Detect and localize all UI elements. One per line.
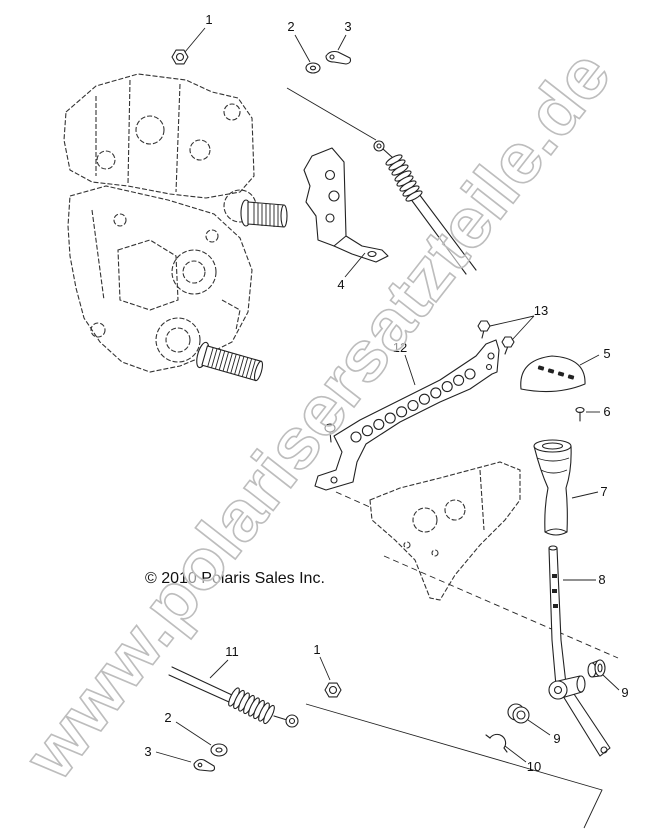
clip-lower [193, 758, 216, 772]
clip-top [325, 50, 352, 65]
copyright-notice: © 2010 Polaris Sales Inc. [145, 570, 325, 587]
reference-lines [286, 87, 619, 829]
nut-lower [324, 682, 342, 698]
transmission-assembly [63, 73, 257, 373]
bushing-left [507, 703, 530, 724]
callout-nut-top: 1 [205, 12, 212, 27]
cable-bracket [303, 147, 389, 263]
callout-cable: 11 [225, 644, 239, 659]
callout-leaders [155, 27, 620, 763]
bolts [477, 320, 515, 355]
output-shaft-lower [196, 341, 264, 382]
shift-boot [533, 439, 572, 536]
callout-screw: 6 [603, 404, 610, 419]
callout-mount-bracket: 12 [393, 340, 407, 355]
bolt-bracket-left [324, 423, 336, 443]
callout-nut-lower: 1 [313, 642, 320, 657]
callout-shift-rod: 8 [598, 572, 605, 587]
callout-e-clip: 10 [527, 759, 541, 774]
callout-boot: 7 [600, 484, 607, 499]
watermark: www.polarisersatzteile.de [9, 36, 625, 794]
callout-cable-bracket: 4 [337, 277, 344, 292]
callout-clip-top: 3 [344, 19, 351, 34]
e-clip [485, 733, 508, 753]
shift-cable-lower-end [168, 666, 299, 728]
screw [575, 406, 585, 422]
bushing-right [587, 659, 606, 678]
mount-bracket [314, 339, 500, 491]
mounting-plate-phantom [369, 461, 521, 601]
washer-top [305, 62, 321, 74]
shift-rod [548, 545, 611, 757]
shift-cable-upper-end [373, 140, 477, 275]
washer-lower [210, 743, 228, 757]
callout-bushing-right: 9 [621, 685, 628, 700]
output-shaft-upper [240, 199, 288, 228]
shift-knob [520, 355, 586, 393]
callout-bushing-left: 9 [553, 731, 560, 746]
callout-bolts: 13 [534, 303, 548, 318]
callout-clip-lower: 3 [144, 744, 151, 759]
nut-top [171, 49, 189, 65]
callout-washer-lower: 2 [164, 710, 171, 725]
callout-washer-top: 2 [287, 19, 294, 34]
callout-knob: 5 [603, 346, 610, 361]
